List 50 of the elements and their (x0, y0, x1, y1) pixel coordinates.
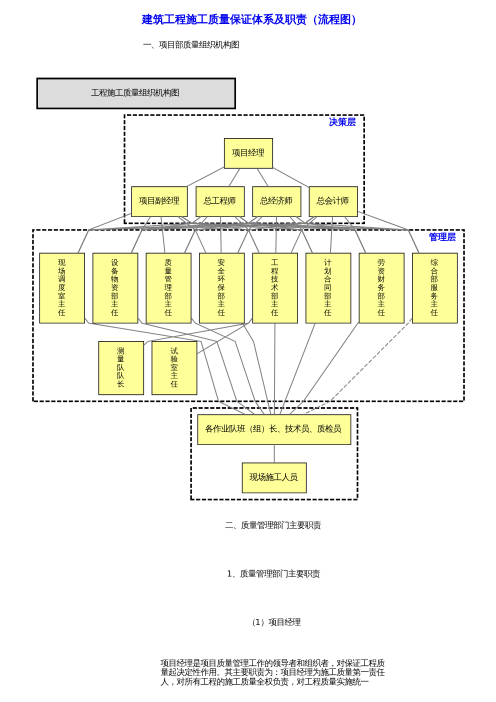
connector (278, 322, 316, 415)
connector (177, 216, 206, 254)
node-box: 工程技术部主任 (252, 252, 298, 324)
node-box: 试验室主任 (151, 341, 197, 396)
connector (288, 321, 359, 415)
cluster (190, 407, 358, 500)
label: 二、质量管理部门主要职责 (224, 520, 321, 530)
node-box: 测量队队长 (98, 341, 144, 396)
connector (272, 167, 310, 188)
connector (344, 216, 366, 254)
connector (356, 210, 419, 254)
connector (273, 444, 274, 464)
node-box: 设备物资部主任 (92, 252, 138, 324)
connector (302, 318, 412, 416)
diagram-title: 建筑工程施工质量保证体系及职责（流程图） (141, 13, 362, 26)
connector (84, 318, 246, 416)
node-box: 项目副经理 (130, 186, 188, 218)
label: 项目经理是项目质量管理工作的领导者和组织者，对保证工程质量起决定性作用。其主要职责为：项目经理为施工质量第一责任人，对所有工程的施工质量全权负责，对工程质量实施统一 (160, 658, 384, 686)
node-box: 现场施工人员 (241, 462, 306, 494)
node-box: 质量管理部主任 (145, 252, 191, 324)
connector (288, 216, 312, 254)
node-box: 工程施工质量组织机构图 (36, 78, 236, 110)
label: 1、质量管理部门主要职责 (226, 568, 320, 578)
connector (186, 166, 224, 188)
connector (256, 168, 268, 188)
connector (220, 216, 222, 254)
connector (290, 216, 317, 254)
label: （1）项目经理 (246, 616, 300, 627)
node-box: 项目经理 (223, 138, 273, 169)
node-box: 计划合同部主任 (305, 252, 351, 324)
node-box: 总工程师 (195, 186, 244, 218)
node-box: 各作业队班（组）长、技术员、质检员 (196, 414, 351, 446)
connector (196, 318, 252, 354)
connector (77, 216, 314, 254)
connector (137, 318, 255, 416)
connector (228, 168, 240, 188)
connector (242, 322, 271, 415)
connector (130, 216, 314, 254)
connector (190, 318, 264, 415)
node-box: 劳资财务部主任 (358, 252, 404, 324)
connector (160, 216, 165, 254)
connector (273, 322, 275, 415)
node-box: 综合部服务主任 (412, 252, 458, 324)
connector (274, 216, 276, 254)
label: 一、项目部质量组织机构图 (142, 39, 238, 50)
node-box: 总经济师 (252, 186, 301, 218)
node-box: 总会计师 (308, 186, 358, 218)
connector (329, 216, 333, 254)
node-box: 安全环保部主任 (198, 252, 244, 324)
node-box: 现场调度室主任 (38, 252, 84, 324)
